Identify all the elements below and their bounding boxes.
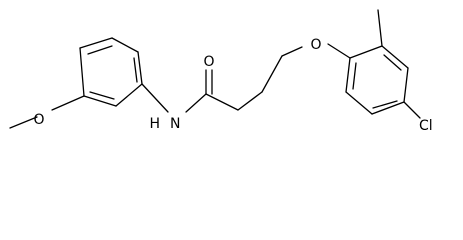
- methoxyphenyl-ring: [79, 37, 143, 107]
- chloro-bond: [403, 101, 421, 119]
- chlorine-label: Cl: [419, 118, 433, 134]
- amide-hydrogen-label: H: [149, 116, 160, 132]
- butyl-chain: [205, 46, 303, 111]
- structure-diagram: O N H O O Cl: [9, 9, 433, 134]
- carbonyl-oxygen-label: O: [203, 54, 214, 70]
- methyl-bond: [377, 9, 383, 47]
- amide-linkage: [141, 69, 213, 113]
- ether-oxygen-label: O: [310, 37, 321, 53]
- methoxy-group: [9, 95, 85, 129]
- amide-nitrogen-label: N: [170, 116, 180, 132]
- methoxy-oxygen-label: O: [33, 112, 44, 128]
- chloromethylphenyl-ring: [327, 43, 409, 115]
